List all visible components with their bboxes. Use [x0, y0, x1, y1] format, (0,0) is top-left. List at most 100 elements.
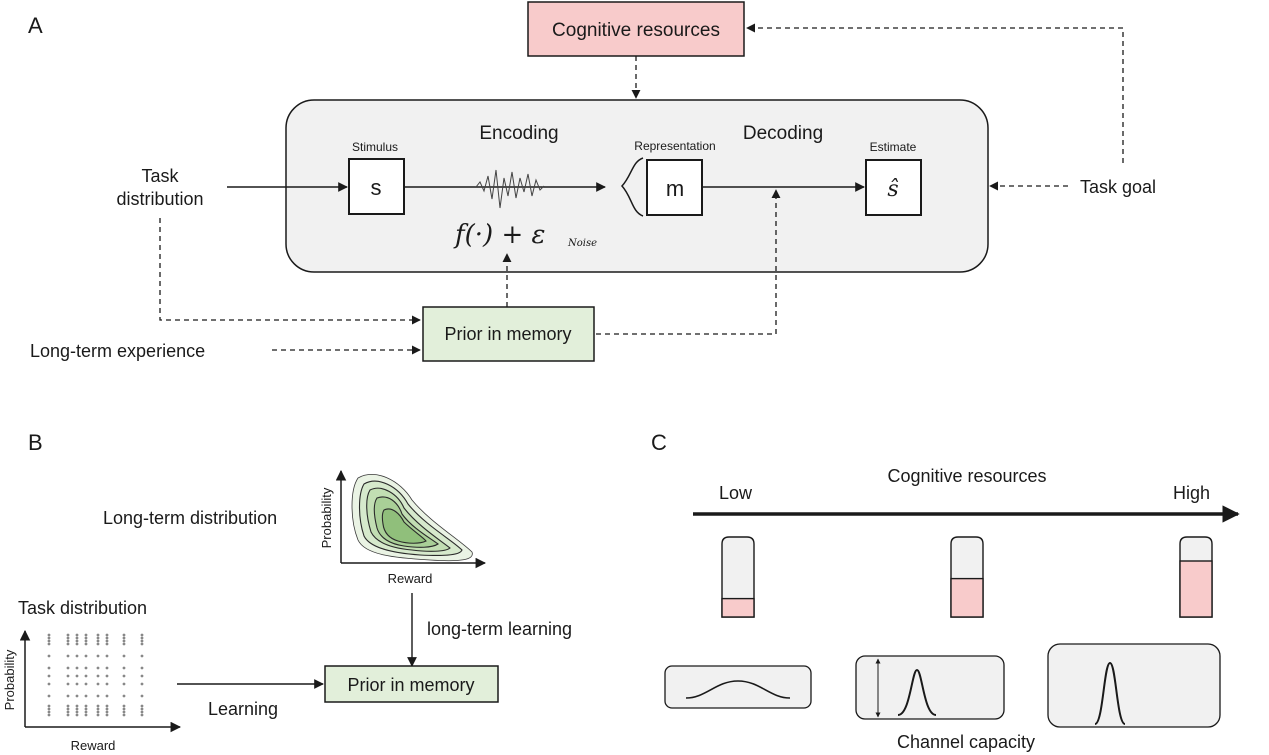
channel-low: [664, 665, 812, 709]
task-sample-dot: [84, 666, 88, 670]
task-sample-dot: [96, 694, 100, 698]
task-sample-dot: [47, 642, 51, 646]
resource-bar-1: [721, 536, 755, 618]
task-sample-dot: [122, 682, 126, 686]
task-sample-dot: [47, 674, 51, 678]
task-sample-dot: [66, 704, 70, 708]
resource-fill-1: [721, 597, 755, 618]
wide-distribution-curve: [685, 680, 791, 699]
task-sample-dot: [105, 694, 109, 698]
channel-high: [1047, 643, 1221, 728]
task-sample-dot: [47, 633, 51, 637]
task-sample-dot: [75, 682, 79, 686]
task-sample-dot: [75, 707, 79, 711]
task-sample-dot: [75, 710, 79, 714]
task-sample-dot: [84, 639, 88, 643]
task-distribution-label-b: Task distribution: [18, 598, 147, 618]
task-sample-dot: [47, 636, 51, 640]
prior-in-memory-box-b: Prior in memory: [324, 665, 499, 703]
task-sample-dot: [66, 636, 70, 640]
task-sample-dot: [84, 674, 88, 678]
long-term-distribution-label: Long-term distribution: [103, 508, 277, 528]
narrow-distribution-curve: [1094, 661, 1126, 725]
representation-symbol: m: [666, 176, 684, 201]
prior-to-decoding-arrow: [596, 189, 781, 335]
task-sample-dot: [47, 666, 51, 670]
estimate-box: [865, 159, 922, 216]
task-sample-dot: [122, 642, 126, 646]
td-x-label: Reward: [71, 738, 116, 753]
task-sample-dot: [96, 710, 100, 714]
task-sample-dot: [96, 639, 100, 643]
estimate-caption: Estimate: [870, 140, 917, 154]
task-sample-dot: [47, 710, 51, 714]
stimulus-caption: Stimulus: [352, 140, 398, 154]
task-sample-dot: [75, 694, 79, 698]
task-sample-dot: [84, 636, 88, 640]
task-sample-dot: [105, 674, 109, 678]
representation-distribution-icon: [620, 157, 644, 217]
learning-label: Learning: [208, 699, 278, 719]
estimate-symbol: ŝ: [887, 177, 898, 202]
task-distribution-dots: [47, 633, 144, 717]
task-sample-dot: [105, 666, 109, 670]
task-sample-dot: [140, 633, 144, 637]
task-sample-dot: [75, 642, 79, 646]
channel-medium: [855, 655, 1005, 720]
task-sample-dot: [122, 666, 126, 670]
representation-box: [646, 159, 703, 216]
task-sample-dot: [66, 642, 70, 646]
channel-capacity-label: Channel capacity: [897, 732, 1035, 752]
task-sample-dot: [66, 674, 70, 678]
prior-in-memory-label-b: Prior in memory: [347, 675, 474, 695]
task-sample-dot: [105, 654, 109, 658]
task-sample-dot: [84, 710, 88, 714]
task-sample-dot: [47, 682, 51, 686]
task-sample-dot: [84, 682, 88, 686]
task-sample-dot: [140, 694, 144, 698]
resource-bar-3: [1179, 536, 1213, 618]
long-term-experience-label: Long-term experience: [30, 341, 205, 361]
task-sample-dot: [122, 694, 126, 698]
task-sample-dot: [122, 636, 126, 640]
task-sample-dot: [84, 694, 88, 698]
prior-in-memory-box-a: Prior in memory: [422, 306, 595, 362]
task-distribution-label-1: Task: [141, 166, 179, 186]
resource-bar-2: [950, 536, 984, 618]
task-sample-dot: [96, 642, 100, 646]
task-sample-dot: [105, 707, 109, 711]
resource-fill-2: [950, 577, 984, 618]
task-sample-dot: [75, 674, 79, 678]
task-sample-dot: [66, 694, 70, 698]
noise-waveform-icon: [475, 169, 545, 209]
task-sample-dot: [140, 707, 144, 711]
task-sample-dot: [105, 633, 109, 637]
task-sample-dot: [105, 713, 109, 717]
contour-level-5: [381, 508, 427, 544]
encoding-label: Encoding: [479, 123, 558, 144]
task-sample-dot: [47, 694, 51, 698]
task-sample-dot: [96, 666, 100, 670]
task-sample-dot: [96, 674, 100, 678]
resource-level-bars: [721, 536, 1213, 618]
panel-b-label: B: [28, 430, 43, 455]
task-sample-dot: [105, 682, 109, 686]
task-sample-dot: [84, 642, 88, 646]
task-goal-to-cognitive-arrow: [746, 23, 1124, 163]
formula-main: f(·) + ε: [453, 220, 545, 250]
task-sample-dot: [47, 713, 51, 717]
task-sample-dot: [75, 654, 79, 658]
cognitive-resources-label: Cognitive resources: [552, 20, 720, 41]
ltd-x-label: Reward: [388, 571, 433, 586]
prior-in-memory-label-a: Prior in memory: [444, 324, 571, 344]
task-sample-dot: [75, 713, 79, 717]
task-sample-dot: [84, 633, 88, 637]
task-sample-dot: [66, 639, 70, 643]
task-sample-dot: [140, 636, 144, 640]
task-distribution-label-2: distribution: [116, 189, 203, 209]
task-sample-dot: [105, 704, 109, 708]
cognitive-resources-axis-title: Cognitive resources: [887, 466, 1046, 486]
task-sample-dot: [96, 633, 100, 637]
task-sample-dot: [96, 707, 100, 711]
encoding-formula: f(·) + ε Noise: [453, 220, 597, 250]
